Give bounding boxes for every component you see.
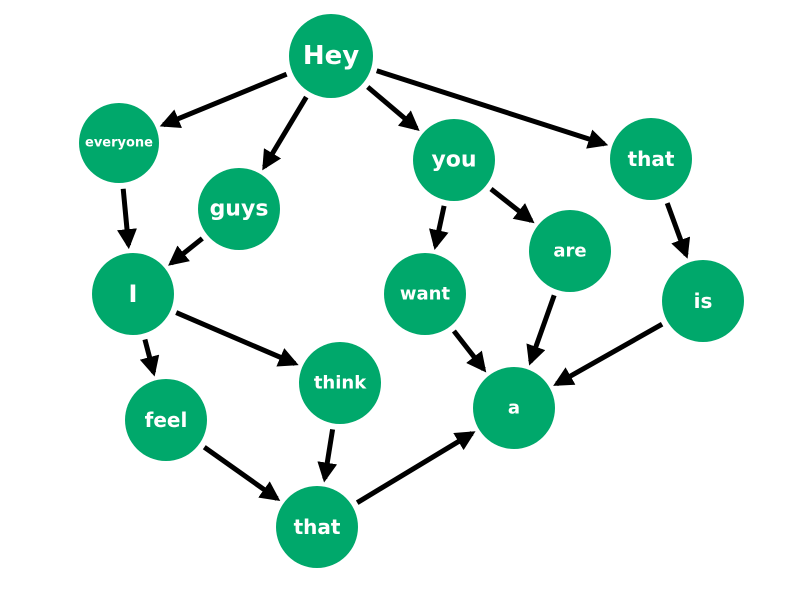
node-circle-you <box>413 119 495 201</box>
node-circle-i <box>92 253 174 335</box>
node-circle-guys <box>198 168 280 250</box>
node-everyone: everyone <box>79 103 159 183</box>
node-circle-want <box>384 253 466 335</box>
node-circle-everyone <box>79 103 159 183</box>
node-label-are: are <box>553 241 586 262</box>
node-label-that_top: that <box>628 147 675 171</box>
node-label-you: you <box>431 148 476 173</box>
node-that_bottom: that <box>276 486 358 568</box>
node-circle-feel <box>125 379 207 461</box>
node-circle-are <box>529 210 611 292</box>
node-circle-a <box>473 367 555 449</box>
node-guys: guys <box>198 168 280 250</box>
edge-arrow-hey-to-that_top <box>375 68 609 149</box>
node-a: a <box>473 367 555 449</box>
edge-arrow-that_top-to-is <box>664 202 691 259</box>
edge-arrow-everyone-to-i <box>117 188 137 250</box>
node-label-is: is <box>694 289 713 313</box>
edges-layer <box>117 68 691 505</box>
node-are: are <box>529 210 611 292</box>
node-label-a: a <box>508 398 520 419</box>
edge-arrow-i-to-feel <box>139 338 160 377</box>
node-circle-think <box>299 342 381 424</box>
edge-arrow-is-to-a <box>553 322 664 387</box>
edge-arrow-you-to-want <box>429 205 449 251</box>
node-circle-is <box>662 260 744 342</box>
edge-arrow-want-to-a <box>451 329 487 373</box>
node-label-feel: feel <box>145 408 188 432</box>
node-you: you <box>413 119 495 201</box>
edge-arrow-hey-to-guys <box>262 95 309 171</box>
edge-arrow-think-to-that_bottom <box>317 429 338 483</box>
edge-arrow-guys-to-i <box>168 236 204 266</box>
edge-arrow-are-to-a <box>526 294 557 366</box>
node-hey: Hey <box>289 14 373 98</box>
node-label-hey: Hey <box>303 41 359 71</box>
node-label-everyone: everyone <box>85 136 153 151</box>
edge-arrow-hey-to-you <box>366 85 420 131</box>
node-want: want <box>384 253 466 335</box>
node-label-that_bottom: that <box>294 515 341 539</box>
node-think: think <box>299 342 381 424</box>
node-circle-hey <box>289 14 373 98</box>
node-i: I <box>92 253 174 335</box>
node-label-want: want <box>400 284 451 305</box>
node-feel: feel <box>125 379 207 461</box>
edge-arrow-you-to-are <box>489 187 535 224</box>
node-is: is <box>662 260 744 342</box>
edge-arrow-hey-to-everyone <box>159 71 288 128</box>
node-label-i: I <box>129 280 138 308</box>
node-label-think: think <box>314 373 367 394</box>
node-that_top: that <box>610 118 692 200</box>
node-label-guys: guys <box>210 197 269 222</box>
edge-arrow-feel-to-that_bottom <box>202 445 281 502</box>
node-circle-that_bottom <box>276 486 358 568</box>
edge-arrow-that_bottom-to-a <box>355 431 476 505</box>
node-circle-that_top <box>610 118 692 200</box>
edge-arrow-i-to-think <box>175 310 299 367</box>
